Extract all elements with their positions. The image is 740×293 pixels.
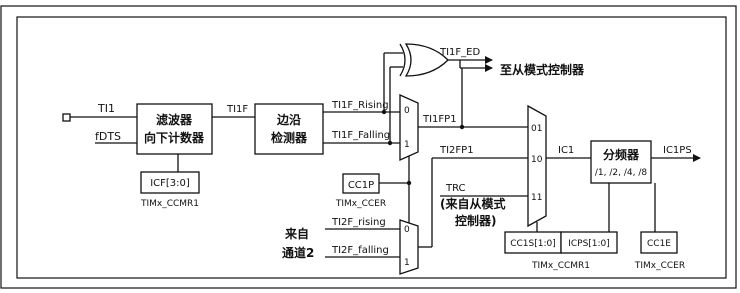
to-slave-controller-label: 至从模式控制器 (500, 62, 585, 77)
trc-label: TRC (445, 183, 466, 194)
from-slave-controller-label-2: 控制器) (455, 213, 497, 228)
filter-label-2: 向下计数器 (144, 130, 205, 145)
from-slave-controller-label-1: (来自从模式 (440, 196, 506, 211)
cc1p-label: CC1P (348, 180, 374, 191)
mux3-input-10: 10 (531, 155, 543, 165)
cc1s-label: CC1S[1:0] (510, 239, 556, 249)
ic1-label: IC1 (558, 145, 574, 156)
polarity-mux-2 (399, 219, 419, 275)
outer-frame (0, 5, 737, 289)
ic1ps-label: IC1PS (663, 145, 692, 156)
polarity-mux-1 (399, 93, 419, 162)
ti1-label: TI1 (97, 102, 115, 115)
filter-block (136, 103, 213, 155)
ccmr1-register-name: TIMx_CCMR1 (531, 261, 590, 271)
edge-label-1: 边沿 (276, 112, 301, 127)
edge-detector-block (254, 103, 324, 155)
ti1f-ed-label: TI1F_ED (439, 47, 480, 58)
prescaler-label: 分频器 (603, 147, 640, 162)
mux3-input-01: 01 (531, 124, 542, 134)
edge-label-2: 检测器 (271, 130, 308, 145)
mux1-input-0: 0 (404, 106, 410, 116)
ti1f-falling-label: TI1F_Falling (331, 130, 390, 141)
filter-label-1: 滤波器 (156, 112, 193, 127)
mux3-input-11: 11 (531, 193, 542, 203)
mux2-input-0: 0 (404, 225, 410, 235)
ti2f-falling-label: TI2F_falling (331, 245, 389, 256)
ti1f-label: TI1F (226, 104, 248, 115)
ti1f-rising-label: TI1F_Rising (331, 100, 389, 111)
ti2fp1-label: TI2FP1 (439, 145, 474, 156)
fdts-label: fDTS (95, 130, 121, 143)
mux2-input-1: 1 (404, 258, 410, 268)
icps-register (560, 231, 618, 254)
prescaler-ratios: /1, /2, /4, /8 (595, 168, 647, 178)
cc1e-register (640, 231, 678, 254)
mux1-input-1: 1 (404, 140, 410, 150)
icf-register (140, 171, 200, 194)
icps-label: ICPS[1:0] (568, 239, 610, 249)
prescaler-block (590, 140, 652, 184)
cc1p-register-name: TIMx_CCER (335, 199, 386, 209)
inner-frame (16, 16, 727, 279)
selection-mux (527, 104, 547, 228)
ti1-input-terminal (62, 113, 71, 122)
xor-gate (404, 43, 449, 77)
cc1e-register-name: TIMx_CCER (634, 261, 685, 271)
from-channel2-label-1: 来自 (284, 226, 309, 241)
from-channel2-label-2: 通道2 (282, 245, 314, 260)
ti2f-rising-label: TI2F_rising (331, 217, 386, 228)
ti1fp1-label: TI1FP1 (422, 114, 457, 125)
icf-label: ICF[3:0] (150, 178, 190, 189)
icf-register-name: TIMx_CCMR1 (140, 199, 199, 209)
cc1e-label: CC1E (647, 239, 671, 249)
